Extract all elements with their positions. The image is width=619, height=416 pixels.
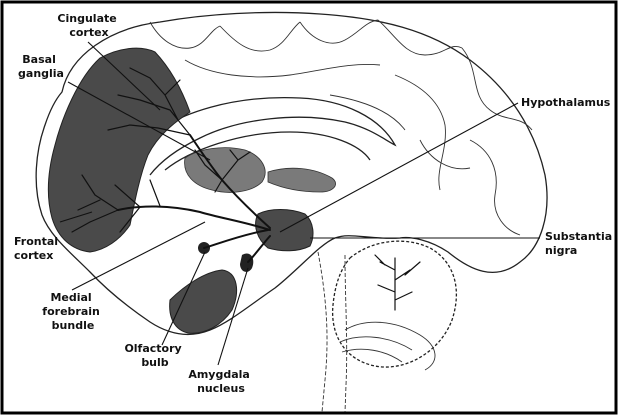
label-medial-forebrain-bundle: Medial forebrain bundle (42, 291, 103, 332)
frontal-cortex-region (48, 48, 190, 252)
label-substantia-nigra: Substantia nigra (545, 230, 616, 257)
basal-ganglia-region (185, 148, 266, 193)
label-amygdala-nucleus: Amygdala nucleus (188, 368, 253, 395)
label-cingulate-cortex: Cingulate cortex (57, 12, 120, 39)
label-olfactory-bulb: Olfactory bulb (124, 342, 185, 369)
temporal-shaded-region (170, 270, 237, 333)
label-frontal-cortex: Frontal cortex (14, 235, 62, 262)
amygdala-node (240, 253, 253, 271)
cerebellum (333, 241, 457, 370)
label-hypothalamus: Hypothalamus (521, 96, 611, 109)
label-basal-ganglia: Basal ganglia (18, 53, 64, 80)
brainstem (318, 252, 347, 412)
